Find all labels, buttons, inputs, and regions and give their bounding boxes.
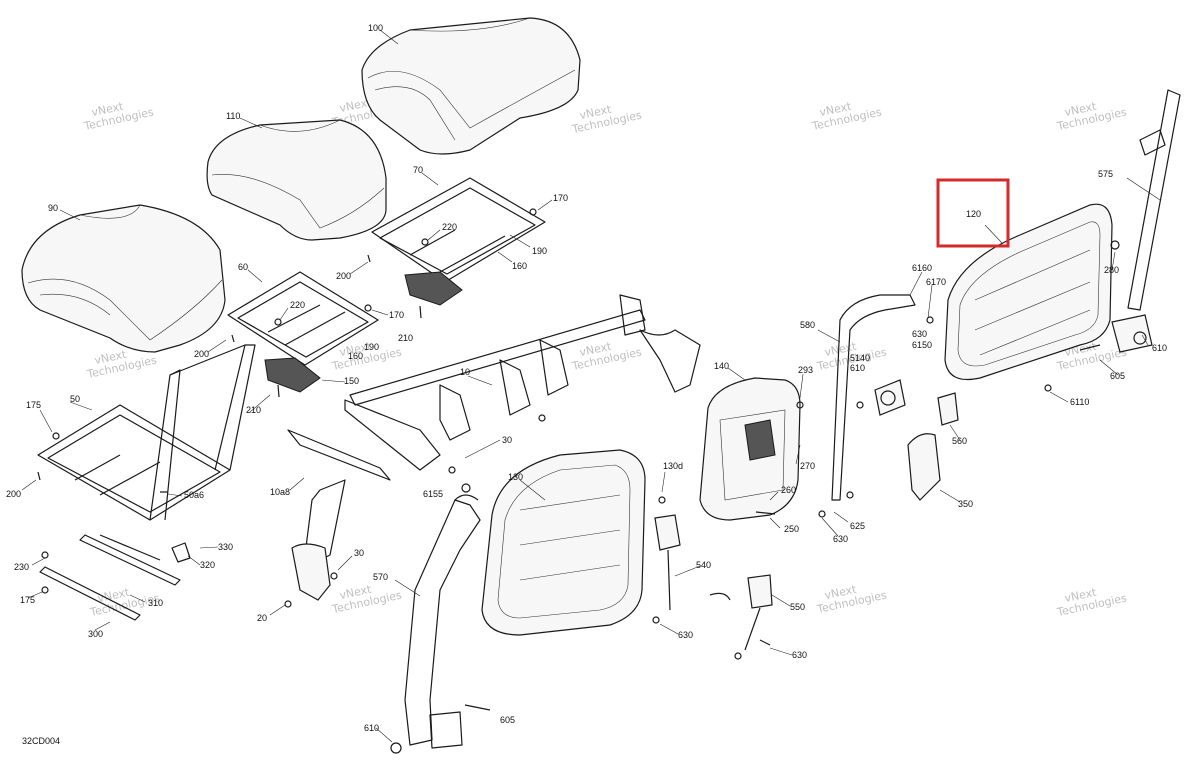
fasteners <box>37 208 1120 754</box>
label-10a8[interactable]: 10a8 <box>270 487 290 497</box>
seat-belt-570[interactable] <box>404 494 481 749</box>
label-350[interactable]: 350 <box>958 499 973 509</box>
label-110[interactable]: 110 <box>226 111 240 121</box>
label-540[interactable]: 540 <box>696 560 711 570</box>
label-10[interactable]: 10 <box>460 367 470 377</box>
label-605[interactable]: 605 <box>1110 371 1125 381</box>
label-30[interactable]: 30 <box>502 435 512 445</box>
label-130[interactable]: 130 <box>508 472 523 482</box>
label-230[interactable]: 230 <box>14 562 29 572</box>
label-580[interactable]: 580 <box>800 320 815 330</box>
label-560[interactable]: 560 <box>952 436 967 446</box>
label-6170[interactable]: 6170 <box>926 277 946 287</box>
label-140[interactable]: 140 <box>714 361 729 371</box>
label-570[interactable]: 570 <box>373 572 388 582</box>
rail-310[interactable] <box>79 534 181 586</box>
part-labels: 100 110 90 70 170 220 190 160 200 60 220… <box>6 23 1167 746</box>
label-100[interactable]: 100 <box>368 23 383 33</box>
label-170[interactable]: 170 <box>553 193 568 203</box>
seat-cushion-110[interactable] <box>206 119 387 241</box>
rail-300[interactable] <box>39 566 141 621</box>
seat-cushion-100[interactable] <box>361 17 581 155</box>
label-630c[interactable]: 630 <box>678 630 693 640</box>
label-270[interactable]: 270 <box>800 461 815 471</box>
latch-320[interactable] <box>171 542 191 563</box>
label-60[interactable]: 60 <box>238 262 248 272</box>
label-320[interactable]: 320 <box>200 560 215 570</box>
label-610[interactable]: 610 <box>850 363 865 373</box>
label-160[interactable]: 160 <box>512 261 527 271</box>
seat-back-130[interactable] <box>481 449 646 636</box>
label-50[interactable]: 50 <box>70 394 80 404</box>
label-575[interactable]: 575 <box>1098 169 1113 179</box>
label-605b[interactable]: 605 <box>500 715 515 725</box>
label-6110[interactable]: 6110 <box>1070 397 1089 407</box>
buckle-550[interactable] <box>744 574 773 651</box>
frame-tube-10[interactable] <box>344 294 701 471</box>
label-210b[interactable]: 210 <box>246 405 261 415</box>
label-6155[interactable]: 6155 <box>423 489 443 499</box>
label-250[interactable]: 250 <box>784 524 799 534</box>
label-150[interactable]: 150 <box>344 376 359 386</box>
label-625[interactable]: 625 <box>850 521 865 531</box>
leader-lines <box>21 29 1161 743</box>
seat-belt-575[interactable] <box>1111 89 1181 353</box>
label-293[interactable]: 293 <box>798 365 813 375</box>
bracket-10a8[interactable] <box>287 429 391 601</box>
label-130d[interactable]: 130d <box>663 461 683 471</box>
label-20[interactable]: 20 <box>257 613 267 623</box>
label-210[interactable]: 210 <box>398 333 413 343</box>
seat-base-50[interactable] <box>37 344 256 521</box>
label-200[interactable]: 200 <box>336 271 351 281</box>
label-310[interactable]: 310 <box>148 598 163 608</box>
label-175[interactable]: 175 <box>26 400 41 410</box>
label-6160[interactable]: 6160 <box>912 263 932 273</box>
label-120[interactable]: 120 <box>966 209 981 219</box>
label-170b[interactable]: 170 <box>389 310 404 320</box>
highlight-box-120 <box>936 178 1010 248</box>
label-175b[interactable]: 175 <box>20 595 35 605</box>
label-300[interactable]: 300 <box>88 629 103 639</box>
label-630d[interactable]: 630 <box>792 650 807 660</box>
label-630[interactable]: 630 <box>833 534 848 544</box>
label-550[interactable]: 550 <box>790 602 805 612</box>
label-200c[interactable]: 200 <box>6 489 21 499</box>
buckle-540[interactable] <box>654 514 731 611</box>
label-190[interactable]: 190 <box>532 246 547 256</box>
label-6150[interactable]: 6150 <box>912 340 932 350</box>
label-610c[interactable]: 610 <box>364 723 379 733</box>
label-630b[interactable]: 630 <box>912 329 927 339</box>
seat-back-140[interactable] <box>699 377 801 521</box>
label-160b[interactable]: 160 <box>348 351 363 361</box>
seat-frame-70[interactable] <box>371 177 546 306</box>
diagram-code: 32CD004 <box>22 736 60 746</box>
label-30b[interactable]: 30 <box>354 548 364 558</box>
label-50a6[interactable]: 50a6 <box>184 490 204 500</box>
label-220[interactable]: 220 <box>442 222 457 232</box>
label-220b[interactable]: 220 <box>290 300 305 310</box>
label-610b[interactable]: 610 <box>1152 343 1167 353</box>
seat-cushion-90[interactable] <box>21 204 226 353</box>
label-70[interactable]: 70 <box>413 165 423 175</box>
label-190b[interactable]: 190 <box>364 342 379 352</box>
label-260[interactable]: 260 <box>781 485 796 495</box>
seat-back-120[interactable] <box>944 203 1113 381</box>
seat-belt-580[interactable] <box>831 294 916 501</box>
cover-560[interactable] <box>937 392 959 426</box>
label-280[interactable]: 280 <box>1104 265 1119 275</box>
label-5140[interactable]: 5140 <box>850 353 870 363</box>
label-90[interactable]: 90 <box>48 203 58 213</box>
cover-350[interactable] <box>907 433 941 501</box>
seat-frame-60[interactable] <box>227 271 379 393</box>
label-200b[interactable]: 200 <box>194 349 209 359</box>
label-330[interactable]: 330 <box>218 542 233 552</box>
